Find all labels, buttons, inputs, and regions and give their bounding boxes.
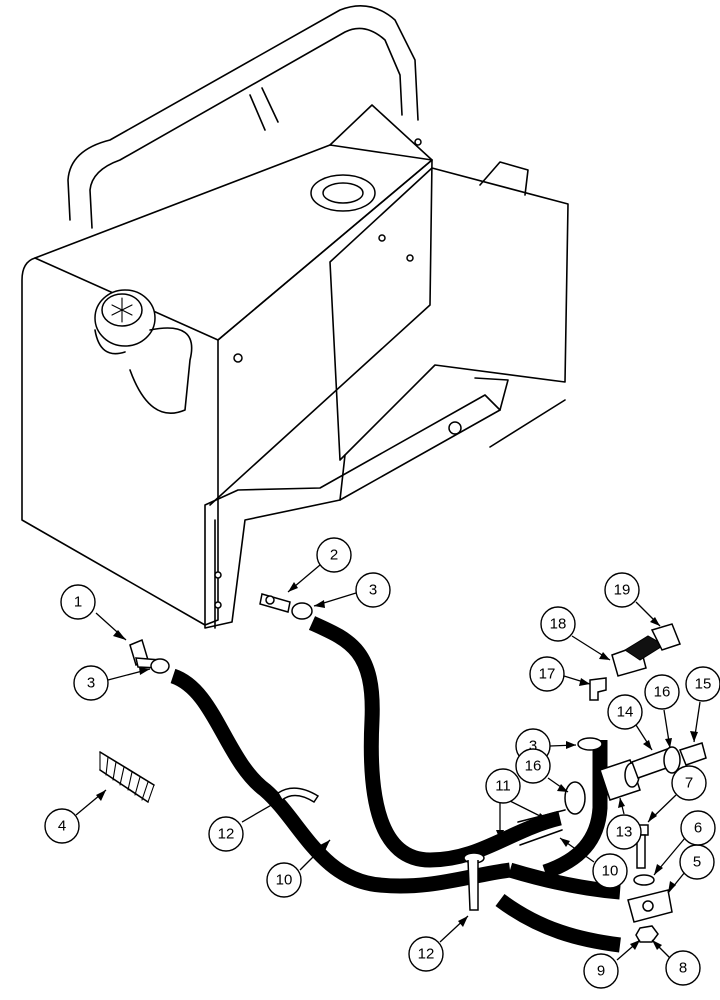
callout-label: 3 — [529, 738, 537, 755]
callout-5: 5 — [667, 844, 715, 894]
callout-label: 3 — [87, 675, 95, 692]
callout-label: 8 — [679, 960, 687, 977]
filler-cap-icon — [94, 289, 156, 355]
callout-label: 6 — [694, 820, 702, 837]
callout-3-a: 3 — [73, 665, 151, 701]
callout-label: 7 — [685, 775, 693, 792]
callout-13: 13 — [606, 797, 642, 850]
callout-label: 16 — [654, 684, 671, 701]
callout-label: 4 — [58, 818, 66, 835]
hose-clamp-icon — [291, 602, 313, 620]
nut-icon — [635, 925, 659, 943]
hose-clamp-icon — [564, 781, 586, 815]
callout-label: 1 — [74, 594, 82, 611]
callout-label: 2 — [330, 547, 338, 564]
hose-clamp-icon — [577, 737, 603, 751]
plug-icon — [679, 742, 707, 766]
callout-1: 1 — [60, 584, 127, 641]
callout-12-a: 12 — [208, 799, 281, 852]
hoses — [169, 616, 621, 953]
callout-7: 7 — [647, 765, 707, 823]
callout-14: 14 — [607, 694, 653, 751]
callout-10-b: 10 — [559, 837, 628, 889]
callout-8: 8 — [651, 939, 701, 986]
drain-valve-icon — [611, 635, 665, 677]
callout-2: 2 — [287, 537, 352, 593]
callout-11: 11 — [485, 768, 549, 840]
callout-3-b: 3 — [313, 572, 391, 608]
callout-label: 9 — [597, 963, 605, 980]
clamp-block-icon — [627, 889, 673, 923]
hose-right — [308, 616, 562, 868]
tie-strap-icon — [276, 787, 320, 804]
callout-label: 13 — [616, 824, 633, 841]
hose-clamp-icon — [150, 658, 170, 674]
callout-17: 17 — [529, 656, 591, 692]
callout-label: 17 — [539, 666, 556, 683]
callout-9: 9 — [583, 939, 641, 989]
callout-label: 3 — [369, 582, 377, 599]
callout-label: 18 — [550, 616, 567, 633]
callout-layer: 1 2 3 3 3 4 — [44, 537, 720, 989]
spring-icon — [99, 751, 155, 803]
callout-label: 19 — [614, 582, 631, 599]
callout-label: 11 — [495, 778, 511, 795]
hose-vertical — [542, 740, 608, 880]
callout-10-a: 10 — [266, 839, 331, 898]
callout-label: 10 — [602, 863, 619, 880]
callout-label: 16 — [525, 758, 542, 775]
tank-assembly — [21, 4, 569, 629]
callout-12-b: 12 — [408, 915, 469, 972]
hose-lower-a — [507, 862, 621, 900]
callout-label: 10 — [276, 872, 293, 889]
callout-4: 4 — [44, 789, 107, 844]
callout-label: 5 — [693, 854, 701, 871]
hose-lower-b — [495, 893, 621, 953]
callout-16-b: 16 — [644, 674, 680, 749]
callout-label: 15 — [695, 676, 712, 693]
elbow-fitting-icon — [589, 677, 607, 701]
elbow-fitting-icon — [650, 623, 681, 651]
callout-19: 19 — [604, 572, 661, 627]
callout-label: 12 — [418, 946, 435, 963]
callout-18: 18 — [540, 606, 611, 661]
callout-label: 14 — [617, 704, 634, 721]
callout-6: 6 — [653, 810, 716, 876]
callout-15: 15 — [685, 666, 720, 743]
hose-left — [169, 668, 511, 894]
straight-fitting-icon — [259, 593, 291, 613]
tie-strap-icon — [463, 852, 485, 911]
callout-label: 12 — [218, 826, 235, 843]
hose-clamp-icon — [663, 746, 681, 774]
callout-16-a: 16 — [515, 748, 569, 793]
washer-icon — [633, 874, 655, 886]
small-parts — [99, 593, 707, 943]
